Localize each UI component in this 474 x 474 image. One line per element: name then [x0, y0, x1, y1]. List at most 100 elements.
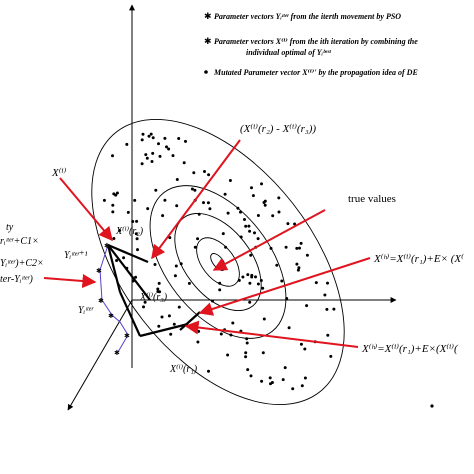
population-dot [268, 376, 272, 380]
label-pso-line-1: ty [6, 222, 14, 233]
population-dot [247, 224, 251, 228]
label-pso-line-4: ter-Yᵢᶦᵗᵉʳ) [0, 274, 33, 285]
population-dot [211, 299, 214, 303]
contour-3 [149, 185, 287, 339]
population-dot [228, 179, 232, 182]
population-dot [158, 154, 162, 158]
pso-star-icon: ✱ [98, 297, 104, 305]
population-dot [143, 300, 147, 304]
population-dot [261, 286, 265, 290]
population-dot [263, 203, 267, 207]
population-dot [239, 235, 243, 239]
population-dot [115, 259, 119, 262]
label-xr2: X⁽ⁱ⁾(r₂) [115, 226, 144, 237]
population-dot [299, 241, 303, 245]
population-dot [248, 281, 252, 285]
population-dot [179, 262, 183, 266]
population-dot [262, 201, 266, 204]
population-dot [163, 136, 167, 140]
population-dots [102, 132, 336, 391]
population-dot [141, 132, 145, 136]
population-dot [169, 332, 173, 336]
population-dot [243, 218, 246, 221]
population-dot [221, 232, 225, 236]
population-dot [184, 139, 187, 143]
pso-trajectory [99, 244, 129, 353]
label-true-values: true values [348, 193, 396, 205]
population-dot [182, 161, 186, 165]
population-dot [196, 237, 200, 241]
population-dot [173, 274, 177, 278]
population-dot [114, 193, 118, 197]
population-dot [262, 317, 266, 321]
population-dot [192, 171, 196, 175]
label-pso-line-3: Yᵢᶦᵗᵉʳ)+C2× [0, 258, 44, 269]
population-dot [165, 145, 168, 149]
population-dot [134, 275, 138, 279]
population-dot [241, 275, 245, 279]
population-dot [326, 281, 329, 285]
population-dot [293, 222, 297, 226]
population-dot [140, 162, 144, 166]
population-dot [111, 154, 114, 158]
population-dot [271, 214, 275, 218]
fitness-contours [91, 118, 345, 406]
population-dot [157, 142, 160, 146]
legend-item-2-line-2: individual optimal of Yᵢᵇᵉˢᵗ [246, 48, 331, 57]
population-dot [202, 201, 205, 205]
population-dot [280, 279, 284, 283]
pso-star-icon: ✱ [104, 242, 110, 250]
population-dot [269, 382, 272, 386]
population-dot [244, 351, 248, 355]
population-dot [314, 281, 318, 285]
population-dot [218, 281, 222, 285]
population-dot [177, 137, 181, 140]
population-dot [133, 198, 137, 202]
vector-y-next-to-xr2 [107, 243, 149, 264]
population-dot [269, 246, 273, 250]
contour-2 [174, 212, 262, 312]
population-dot [112, 237, 116, 240]
population-dot [224, 245, 228, 249]
population-dot [142, 305, 145, 309]
arrow-xi [59, 177, 113, 242]
population-dot [226, 211, 230, 215]
outer-ellipse [91, 118, 345, 406]
population-dot [244, 224, 248, 228]
population-dot [226, 353, 230, 357]
population-dot [256, 282, 260, 286]
population-dot [298, 246, 301, 250]
arrow-true-values [212, 209, 326, 271]
population-dot [296, 268, 300, 272]
pso-points: ✱ ✱ ✱ ✱ ✱ ✱ [96, 242, 130, 357]
population-dot [249, 374, 253, 378]
population-dot [251, 194, 255, 198]
population-dot [208, 207, 212, 211]
population-dot [190, 187, 194, 191]
population-dot [248, 229, 252, 233]
label-diff: (X⁽ⁱ⁾(r₂) - X⁽ⁱ⁾(r₃)) [240, 123, 316, 135]
population-dot [303, 347, 307, 351]
population-dot [332, 307, 336, 311]
population-dot [115, 191, 119, 195]
legend-star-icon-2: ✱ [204, 36, 212, 46]
population-dot [260, 379, 264, 383]
population-dot [305, 304, 309, 308]
population-dot [295, 246, 299, 250]
axes [67, 4, 397, 411]
population-dot [325, 307, 329, 311]
population-dot [131, 220, 135, 223]
population-dot [249, 253, 253, 257]
population-dot [284, 245, 288, 249]
population-dot [161, 214, 165, 218]
arrow-mut-lower [184, 320, 359, 348]
population-dot [300, 384, 304, 388]
population-dot [203, 170, 206, 173]
population-dot [197, 329, 201, 333]
label-xi: X⁽ⁱ⁾ [51, 167, 67, 179]
population-dot [163, 198, 167, 202]
legend: ✱ Parameter vectors Yᵢᶦᵗᵉʳ from the iter… [204, 11, 418, 77]
population-dot [149, 132, 153, 136]
population-dot [111, 210, 115, 214]
